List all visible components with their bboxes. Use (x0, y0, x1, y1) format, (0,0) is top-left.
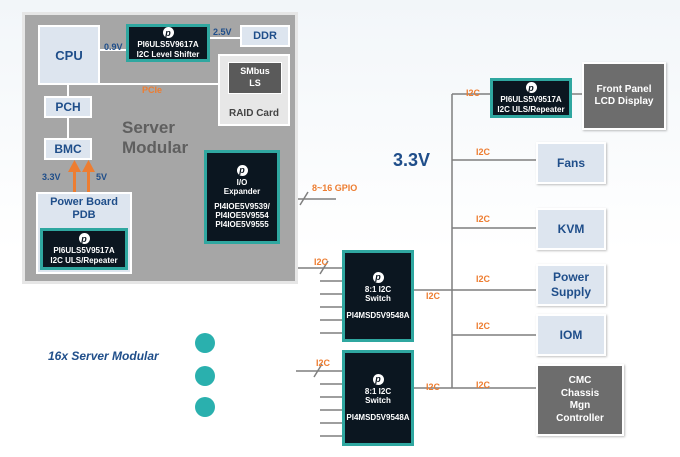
i2c-label-pdb: I2C (314, 257, 329, 267)
kvm-label: KVM (557, 221, 585, 236)
level-shifter-part: PI6ULS5V9617A (137, 40, 199, 50)
ddr-box: DDR (240, 25, 290, 47)
level-shifter-desc: I2C Level Shifter (136, 49, 200, 59)
i2c-label-switch1-out: I2C (426, 291, 441, 301)
gpio-label: 8~16 GPIO (312, 183, 358, 193)
i2c-label-power: I2C (476, 274, 491, 284)
i2c-switch-1: p 8:1 I2C Switch PI4MSD5V9548A (342, 250, 414, 342)
pdb-repeater-chip: p PI6ULS5V9517A I2C ULS/Repeater (40, 228, 128, 270)
cmc-box: CMC Chassis Mgn Controller (536, 364, 624, 436)
i2c-label-front: I2C (466, 88, 481, 98)
pericom-logo-icon: p (236, 164, 248, 176)
pericom-logo-icon: p (525, 82, 537, 94)
smbus-label: SMbus (240, 66, 270, 77)
pericom-logo-icon: p (78, 233, 90, 245)
pdb-line1: Power Board (50, 196, 118, 208)
cpu-box: CPU (38, 25, 100, 85)
bmc-box: BMC (44, 138, 92, 160)
pch-box: PCH (44, 96, 92, 118)
server-title-line2: Modular (122, 138, 189, 158)
power-supply-box: Power Supply (536, 264, 606, 306)
fans-box: Fans (536, 142, 606, 184)
cpu-label: CPU (55, 47, 83, 63)
stack-dot-3 (195, 397, 215, 417)
cmc-line1: CMC (568, 375, 592, 386)
i2c-label-switch2-out: I2C (426, 382, 441, 392)
i2c-label-cmc: I2C (476, 380, 491, 390)
power-board-pdb-box: Power Board PDB p PI6ULS5V9517A I2C ULS/… (36, 192, 132, 274)
i2c-label-kvm: I2C (476, 214, 491, 224)
switch-1-part: PI4MSD5V9548A (346, 311, 410, 321)
raid-card-label: RAID Card (228, 108, 279, 119)
voltage-5v-label: 5V (96, 172, 108, 182)
switch-2-line1: 8:1 I2C (364, 386, 392, 396)
pdb-chip-part: PI6ULS5V9517A (53, 246, 115, 256)
i2c-label-switch2-in: I2C (316, 358, 331, 368)
pericom-logo-icon: p (162, 27, 174, 39)
kvm-box: KVM (536, 208, 606, 250)
i2c-switch-2: p 8:1 I2C Switch PI4MSD5V9548A (342, 350, 414, 446)
io-expander-line1: I/O (236, 177, 248, 187)
io-expander-part-3: PI4IOE5V9555 (215, 220, 269, 230)
cmc-line2: Chassis (560, 387, 600, 399)
voltage-3v3-label: 3.3V (42, 172, 61, 182)
switch-2-line2: Switch (365, 395, 391, 405)
voltage-3v3-bus-label: 3.3V (393, 150, 431, 170)
voltage-2v5-label: 2.5V (213, 27, 232, 37)
front-repeater-chip: p PI6ULS5V9517A I2C ULS/Repeater (490, 78, 572, 118)
power-line2: Supply (550, 285, 591, 299)
bmc-label: BMC (54, 142, 82, 156)
io-expander-part-1: PI4IOE5V9539/ (214, 201, 270, 211)
i2c-label-fans: I2C (476, 147, 491, 157)
io-expander-part-2: PI4IOE5V9554 (215, 211, 269, 221)
i2c-label-iom: I2C (476, 321, 491, 331)
server-title-line1: Server (122, 118, 175, 137)
voltage-0v9-label: 0.9V (104, 42, 123, 52)
stack-dot-2 (195, 366, 215, 386)
stack-dot-1 (195, 333, 215, 353)
switch-1-line1: 8:1 I2C (364, 284, 392, 294)
switch-2-part: PI4MSD5V9548A (346, 413, 410, 423)
fans-label: Fans (556, 155, 585, 170)
modular-count-label: 16x Server Modular (48, 349, 159, 363)
io-expander-line2: Expander (223, 186, 261, 196)
iom-label: IOM (559, 327, 583, 342)
switch-1-line2: Switch (365, 293, 391, 303)
cmc-line4: Controller (556, 412, 604, 424)
pericom-logo-icon: p (372, 271, 384, 283)
cmc-line3: Mgn (569, 400, 591, 411)
pericom-logo-icon: p (372, 373, 384, 385)
pdb-title: Power Board PDB (38, 196, 130, 221)
pch-label: PCH (55, 100, 81, 114)
pcie-label: PCIe (142, 85, 163, 95)
front-panel-lcd-box: Front Panel LCD Display (582, 62, 666, 130)
front-panel-line2: LCD Display (594, 96, 654, 107)
front-panel-line1: Front Panel (596, 83, 652, 95)
pdb-chip-desc: I2C ULS/Repeater (50, 255, 118, 265)
server-modular-title: Server Modular (122, 118, 188, 159)
front-chip-desc: I2C ULS/Repeater (497, 104, 565, 114)
iom-box: IOM (536, 314, 606, 356)
ddr-label: DDR (253, 30, 277, 42)
smbus-ls-box: SMbus LS (228, 62, 282, 94)
level-shifter-chip: p PI6ULS5V9617A I2C Level Shifter (126, 24, 210, 62)
raid-card-box: SMbus LS RAID Card (218, 54, 290, 126)
pdb-line2: PDB (72, 208, 96, 221)
front-chip-part: PI6ULS5V9517A (500, 95, 562, 105)
power-line1: Power (552, 270, 589, 284)
io-expander-chip: p I/O Expander PI4IOE5V9539/ PI4IOE5V955… (204, 150, 280, 244)
ls-label: LS (249, 78, 261, 88)
